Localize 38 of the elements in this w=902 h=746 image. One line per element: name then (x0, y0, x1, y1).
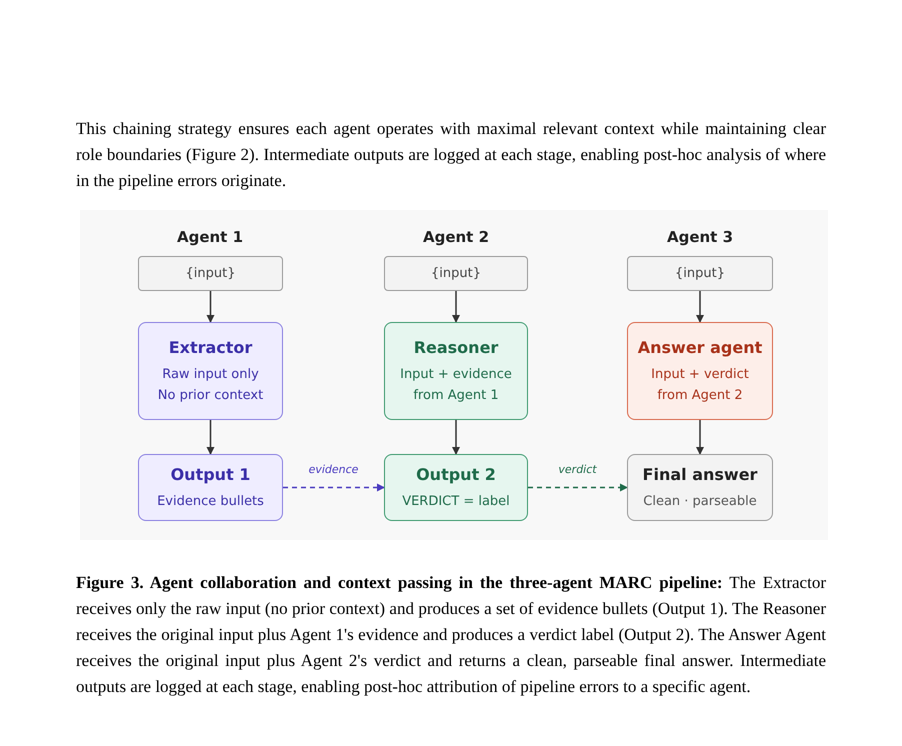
node-title: Reasoner (414, 337, 498, 359)
node-title: {input} (675, 264, 725, 283)
node-text: No prior context (158, 387, 264, 405)
arrow (206, 291, 214, 323)
arrow (696, 291, 704, 323)
node-text: Raw input only (162, 366, 259, 384)
paragraph: This chaining strategy ensures each agent operates with maximal relevant context while maintaining clear role boundaries (Figure 2). Intermediate outputs are logged at each stage, enabling post-hoc analysis of where in the pipeline errors originate. (76, 118, 826, 192)
output-box (627, 454, 773, 521)
node-title: Output 2 (416, 464, 496, 486)
process-box (384, 322, 528, 420)
node-title: {input} (186, 264, 236, 283)
caption: Figure 3. Agent collaboration and context passing in the three-agent MARC pipeline: The Extractor receives only the raw input (no prior context) and produces a set of evidence bullets (Output 1). The Reasoner receives the original input plus Agent 1's evidence and produces a verdict label (Output 2). The Answer Agent receives the original input plus Agent 2's verdict and returns a clean, parseable final answer. Intermediate outputs are logged at each stage, enabling post-hoc attribution of pipeline errors to a specific agent. (76, 572, 826, 698)
process-box (138, 454, 283, 521)
arrow (283, 484, 385, 492)
input-box (627, 256, 773, 291)
node-title: Final answer (642, 464, 758, 486)
arrow (452, 291, 460, 323)
column-heading: Agent 3 (666, 227, 734, 248)
arrow (206, 420, 214, 455)
arrow (696, 420, 704, 455)
node-text: VERDICT = label (402, 493, 510, 511)
node-title: {input} (431, 264, 481, 283)
input-box (138, 256, 283, 291)
node-title: Answer agent (638, 337, 762, 359)
node-title: Extractor (168, 337, 252, 359)
node-text: Clean · parseable (643, 493, 757, 511)
node-title: Output 1 (170, 464, 250, 486)
column-heading: Agent 1 (176, 227, 244, 248)
node-text: Evidence bullets (157, 493, 264, 511)
column-heading: Agent 2 (422, 227, 490, 248)
process-box (384, 454, 528, 521)
arrow (528, 484, 628, 492)
process-box (138, 322, 283, 420)
input-box (384, 256, 528, 291)
node-text: Input + verdict from Agent 2 (650, 366, 750, 405)
process-box (627, 322, 773, 420)
node-text: Input + evidence from Agent 1 (399, 366, 513, 405)
arrow (452, 420, 460, 455)
